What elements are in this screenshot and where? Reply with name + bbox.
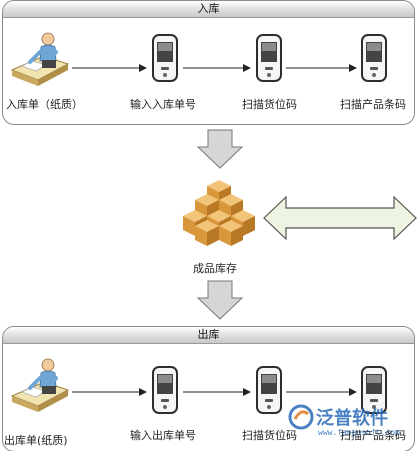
handheld-scanner-icon xyxy=(152,34,178,82)
watermark-brand: 泛普软件 xyxy=(316,408,388,429)
inbound-panel: 入库 xyxy=(2,0,415,125)
outbound-step-label: 出库单(纸质) xyxy=(4,434,68,447)
handheld-scanner-icon xyxy=(361,34,387,82)
double-arrow-icon xyxy=(263,196,417,240)
down-arrow-icon xyxy=(197,280,243,320)
watermark: 泛普软件 www.fanpusoft.com xyxy=(288,404,416,448)
handheld-scanner-icon xyxy=(256,34,282,82)
down-arrow-icon xyxy=(197,129,243,169)
watermark-url: www.fanpusoft.com xyxy=(318,428,400,437)
clerk-at-desk-icon xyxy=(10,31,70,88)
inbound-step-label: 扫描货位码 xyxy=(242,98,297,111)
handheld-scanner-icon xyxy=(152,366,178,414)
outbound-panel: 出库 xyxy=(2,326,415,451)
outbound-connectors xyxy=(72,388,357,396)
inbound-step-label: 入库单（纸质） xyxy=(6,98,83,111)
clerk-at-desk-icon xyxy=(10,357,70,414)
inbound-step-label: 输入入库单号 xyxy=(130,98,196,111)
outbound-step-label: 扫描货位码 xyxy=(242,429,297,442)
inbound-connectors xyxy=(72,64,357,72)
outbound-title: 出库 xyxy=(3,327,414,344)
outbound-step-label: 输入出库单号 xyxy=(130,429,196,442)
inbound-step-label: 扫描产品条码 xyxy=(340,98,406,111)
fanpu-logo-icon xyxy=(288,404,314,430)
inventory-label: 成品库存 xyxy=(193,262,237,275)
inbound-title: 入库 xyxy=(3,1,414,18)
handheld-scanner-icon xyxy=(256,366,282,414)
outbound-step-label: 扫描产品条码 xyxy=(340,429,406,442)
boxes-stack-icon xyxy=(183,180,255,246)
